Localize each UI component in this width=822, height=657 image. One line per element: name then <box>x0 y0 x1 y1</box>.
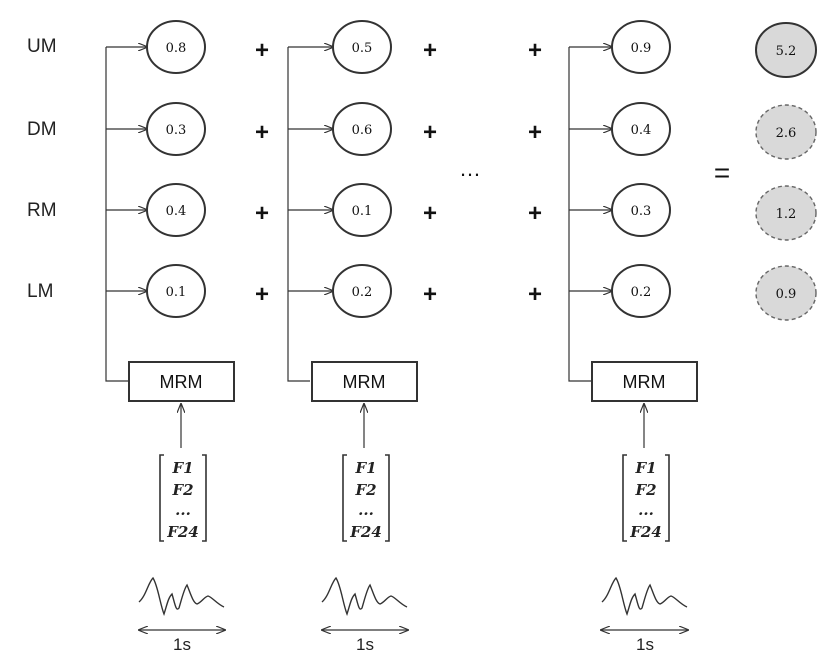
column-2-node-lm <box>332 264 392 318</box>
column-3-feature-f24: F24 <box>629 523 662 541</box>
result-value-rm: 1.2 <box>776 207 797 222</box>
column-3-right-bracket <box>665 454 670 542</box>
row-label-rm: RM <box>27 200 57 221</box>
column-2-waveform <box>321 576 408 617</box>
column-1-value-lm: 0.1 <box>166 285 187 300</box>
column-2-mrm-box <box>311 361 418 402</box>
column-3-node-lm <box>611 264 671 318</box>
column-1-value-rm: 0.4 <box>166 204 187 219</box>
column-1-feature-f2: F2 <box>171 481 193 499</box>
column-1-duration-label: 1s <box>173 635 191 654</box>
column-2-value-rm: 0.1 <box>352 204 373 219</box>
result-value-um: 5.2 <box>776 44 797 59</box>
column-3-waveform <box>601 576 688 617</box>
column-2-value-um: 0.5 <box>352 41 373 56</box>
column-3-node-rm <box>611 183 671 237</box>
row-labels: UM DM RM LM <box>27 36 57 302</box>
column-1-node-rm <box>146 183 206 237</box>
column-3-node-um <box>611 20 671 74</box>
plus-sign: + <box>255 281 269 308</box>
column-1-right-bracket <box>202 454 207 542</box>
column-2-duration-label: 1s <box>356 635 374 654</box>
results: 5.2 2.6 1.2 0.9 <box>755 22 817 321</box>
column-3-bus-line <box>568 47 591 382</box>
column-1-feature-f1: F1 <box>171 459 193 477</box>
row-label-um: UM <box>27 36 57 57</box>
column-3-mrm-label: MRM <box>623 372 666 392</box>
column-1-mrm-label: MRM <box>160 372 203 392</box>
plus-sign: + <box>423 281 437 308</box>
row-label-lm: LM <box>27 281 53 302</box>
column-2-value-lm: 0.2 <box>352 285 373 300</box>
column-3-value-dm: 0.4 <box>631 123 652 138</box>
column-1-node-dm <box>146 102 206 156</box>
result-node-lm <box>755 265 817 321</box>
column-3: 0.9 0.4 0.3 0.2 MRM F1 F2 ... F24 1s <box>568 20 698 654</box>
result-node-um <box>755 22 817 78</box>
column-2-mrm-label: MRM <box>343 372 386 392</box>
plus-sign: + <box>255 119 269 146</box>
column-3-feature-f1: F1 <box>634 459 656 477</box>
column-1-node-um <box>146 20 206 74</box>
plus-sign: + <box>423 200 437 227</box>
column-2-node-rm <box>332 183 392 237</box>
plus-sign: + <box>528 119 542 146</box>
equals-sign: = <box>714 157 730 188</box>
column-1-feature-ellipsis: ... <box>175 501 191 519</box>
column-3-value-lm: 0.2 <box>631 285 652 300</box>
plus-sign: + <box>255 200 269 227</box>
column-1-value-dm: 0.3 <box>166 123 187 138</box>
plus-sign: + <box>528 281 542 308</box>
column-2-feature-f2: F2 <box>354 481 376 499</box>
column-3-duration-label: 1s <box>636 635 654 654</box>
column-2-bus-line <box>287 47 310 382</box>
plus-sign: + <box>528 200 542 227</box>
plus-sign: + <box>423 119 437 146</box>
result-value-lm: 0.9 <box>776 287 797 302</box>
column-3-feature-ellipsis: ... <box>638 501 654 519</box>
column-3-mrm-box <box>591 361 698 402</box>
result-value-dm: 2.6 <box>776 126 797 141</box>
column-1-bus-line <box>105 47 128 382</box>
plus-sign: + <box>255 37 269 64</box>
plus-operators: + + + + + + + + + + + + <box>255 37 542 308</box>
row-label-dm: DM <box>27 119 57 140</box>
column-2-value-dm: 0.6 <box>352 123 373 138</box>
plus-sign: + <box>423 37 437 64</box>
column-3-left-bracket <box>622 454 627 542</box>
column-2-node-um <box>332 20 392 74</box>
column-2-right-bracket <box>385 454 390 542</box>
column-2-node-dm <box>332 102 392 156</box>
column-3-feature-f2: F2 <box>634 481 656 499</box>
result-node-dm <box>755 104 817 160</box>
result-node-rm <box>755 185 817 241</box>
column-2-feature-f1: F1 <box>354 459 376 477</box>
column-1: 0.8 0.3 0.4 0.1 MRM F1 F2 ... F24 1s <box>105 20 235 654</box>
column-2-left-bracket <box>342 454 347 542</box>
column-2-feature-f24: F24 <box>349 523 382 541</box>
column-2-feature-ellipsis: ... <box>358 501 374 519</box>
column-1-waveform <box>138 576 225 617</box>
column-1-left-bracket <box>159 454 164 542</box>
column-2: 0.5 0.6 0.1 0.2 MRM F1 F2 ... F24 1s <box>287 20 418 654</box>
column-1-feature-f24: F24 <box>166 523 199 541</box>
column-1-value-um: 0.8 <box>166 41 187 56</box>
column-1-node-lm <box>146 264 206 318</box>
column-3-value-um: 0.9 <box>631 41 652 56</box>
plus-sign: + <box>528 37 542 64</box>
column-3-node-dm <box>611 102 671 156</box>
ellipsis: … <box>459 156 481 181</box>
column-3-value-rm: 0.3 <box>631 204 652 219</box>
column-1-mrm-box <box>128 361 235 402</box>
